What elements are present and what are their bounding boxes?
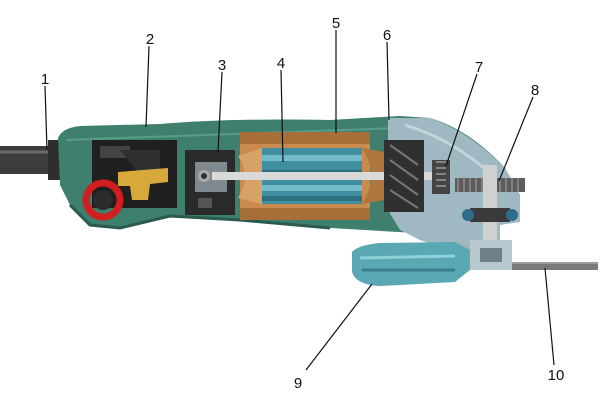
callout-leaders: [44, 30, 555, 371]
callout-10: 10: [548, 367, 565, 384]
cooling-fan: [384, 140, 424, 212]
callout-2: 2: [146, 31, 154, 48]
callout-9: 9: [294, 375, 302, 392]
handle-interior: [82, 140, 177, 221]
callout-5: 5: [332, 15, 340, 32]
callout-4: 4: [277, 55, 285, 72]
callout-7: 7: [475, 59, 483, 76]
callout-6: 6: [383, 27, 391, 44]
motor-shaft: [212, 172, 442, 180]
callout-1: 1: [41, 71, 49, 88]
protective-guard: [352, 242, 470, 286]
callout-3: 3: [218, 57, 226, 74]
gear-assembly: [432, 160, 525, 270]
callout-8: 8: [531, 82, 539, 99]
rear-bearing-block: [185, 150, 235, 215]
